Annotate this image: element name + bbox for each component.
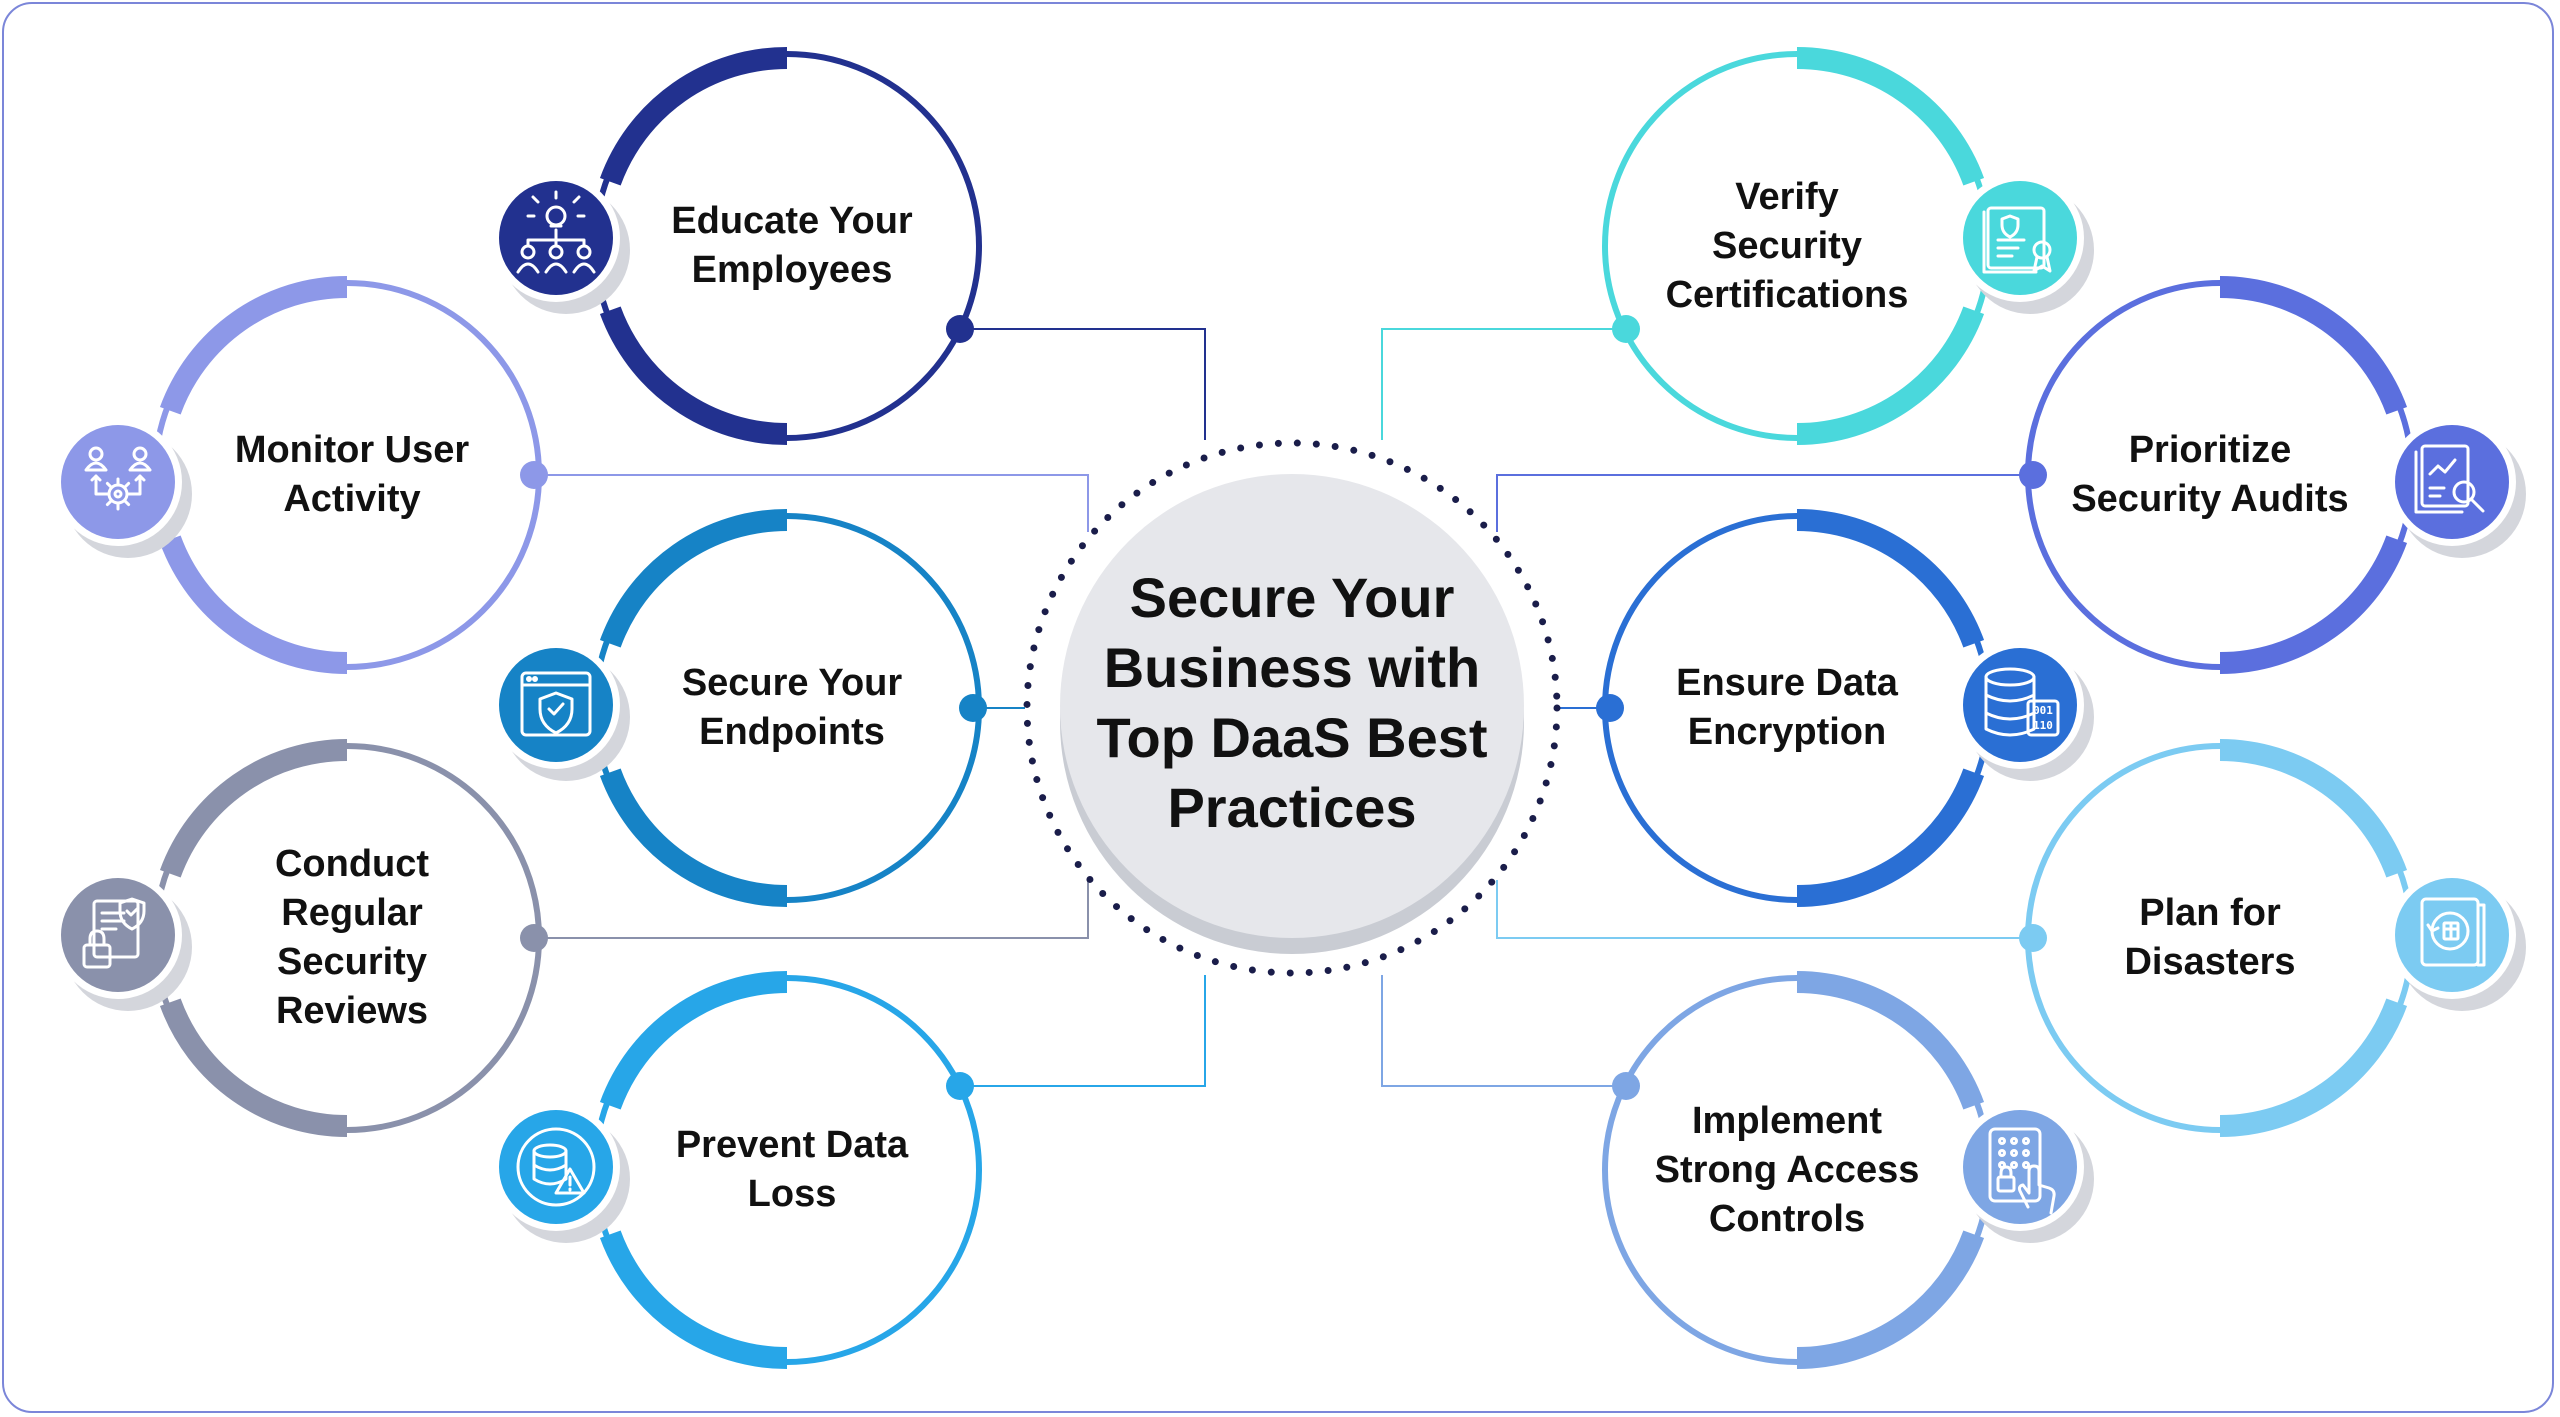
- practice-node-left-3: [54, 739, 548, 1137]
- practice-node-left-2: [492, 509, 987, 907]
- practice-node-left-4: [492, 971, 982, 1369]
- connector-line-left-3: [534, 880, 1089, 939]
- node-accent-arc: [599, 306, 788, 445]
- node-accent-arc: [159, 998, 348, 1137]
- node-accent-arc: [599, 1230, 788, 1369]
- disaster-plan-icon: [2420, 897, 2486, 967]
- node-accent-arc: [2219, 739, 2408, 878]
- users-gear-icon: [84, 446, 152, 511]
- node-accent-arc: [1796, 306, 1985, 445]
- icon-bubble: [1963, 1110, 2077, 1224]
- node-accent-arc: [1796, 509, 1985, 648]
- practice-node-right-4: [1602, 971, 2094, 1369]
- node-accent-arc: [1796, 1230, 1985, 1369]
- practice-label-right-0: Verify Security Certifications: [1665, 175, 1909, 316]
- node-accent-arc: [1796, 971, 1985, 1110]
- connector-line-left-0: [960, 328, 1206, 440]
- connector-dot: [520, 924, 548, 952]
- node-accent-arc: [599, 47, 788, 186]
- connector-dot: [1596, 694, 1624, 722]
- practice-node-left-1: [54, 276, 548, 674]
- audit-report-icon: [2414, 444, 2485, 514]
- connector-dot: [946, 315, 974, 343]
- icon-bubble: [1963, 181, 2077, 295]
- document-lock-icon: [82, 897, 146, 969]
- center-title: Secure Your Business with Top DaaS Best …: [1096, 566, 1488, 839]
- icon-bubble: [499, 648, 613, 762]
- practice-label-right-2: Ensure Data Encryption: [1676, 662, 1898, 753]
- node-accent-arc: [599, 768, 788, 907]
- node-accent-arc: [2219, 998, 2408, 1137]
- practice-label-right-4: Implement Strong Access Controls: [1654, 1099, 1920, 1240]
- browser-shield-icon: [520, 671, 592, 737]
- practice-label-left-0: Educate Your Employees: [671, 200, 913, 291]
- icon-bubble: [1963, 648, 2077, 762]
- svg-text:110: 110: [2033, 719, 2053, 732]
- node-accent-arc: [2219, 276, 2408, 415]
- database-warning-icon: [516, 1127, 596, 1207]
- connector-line-right-3: [1496, 880, 2033, 939]
- center-hub: [1023, 439, 1561, 977]
- connector-line-right-4: [1381, 975, 1626, 1087]
- node-accent-arc: [599, 509, 788, 648]
- connector-lines: [534, 328, 2033, 1087]
- node-accent-arc: [599, 971, 788, 1110]
- keypad-access-icon: [1988, 1127, 2056, 1215]
- connector-line-right-0: [1381, 328, 1626, 440]
- team-idea-icon: [516, 190, 596, 274]
- icon-bubble: [499, 1110, 613, 1224]
- center-disc: [1060, 474, 1524, 938]
- connector-dot: [2019, 924, 2047, 952]
- node-accent-arc: [159, 535, 348, 674]
- connector-line-left-1: [534, 474, 1089, 532]
- practice-label-left-4: Prevent Data Loss: [675, 1124, 909, 1215]
- connector-dot: [1612, 1072, 1640, 1100]
- icon-bubble: [61, 878, 175, 992]
- practice-label-right-3: Plan for Disasters: [2124, 892, 2296, 983]
- practice-node-right-1: [2019, 276, 2526, 674]
- connector-dot: [946, 1072, 974, 1100]
- practice-node-right-3: [2019, 739, 2526, 1137]
- connector-dot: [1612, 315, 1640, 343]
- icon-bubble: [2395, 425, 2509, 539]
- node-accent-arc: [1796, 47, 1985, 186]
- practice-node-right-0: [1602, 47, 2094, 445]
- connector-dot: [2019, 461, 2047, 489]
- connector-line-left-4: [960, 975, 1206, 1087]
- connector-line-right-1: [1496, 474, 2033, 532]
- practice-label-left-3: Conduct Regular Security Reviews: [274, 843, 430, 1032]
- node-accent-arc: [159, 739, 348, 878]
- practice-label-left-2: Secure Your Endpoints: [681, 662, 903, 753]
- node-accent-arc: [1796, 768, 1985, 907]
- node-accent-arc: [159, 276, 348, 415]
- practice-label-left-1: Monitor User Activity: [234, 429, 470, 520]
- practice-label-right-1: Prioritize Security Audits: [2071, 429, 2349, 520]
- connector-dot: [959, 694, 987, 722]
- svg-text:001: 001: [2033, 704, 2053, 717]
- connector-dot: [520, 461, 548, 489]
- node-accent-arc: [2219, 535, 2408, 674]
- practice-node-left-0: [492, 47, 982, 445]
- certificate-icon: [1982, 206, 2052, 274]
